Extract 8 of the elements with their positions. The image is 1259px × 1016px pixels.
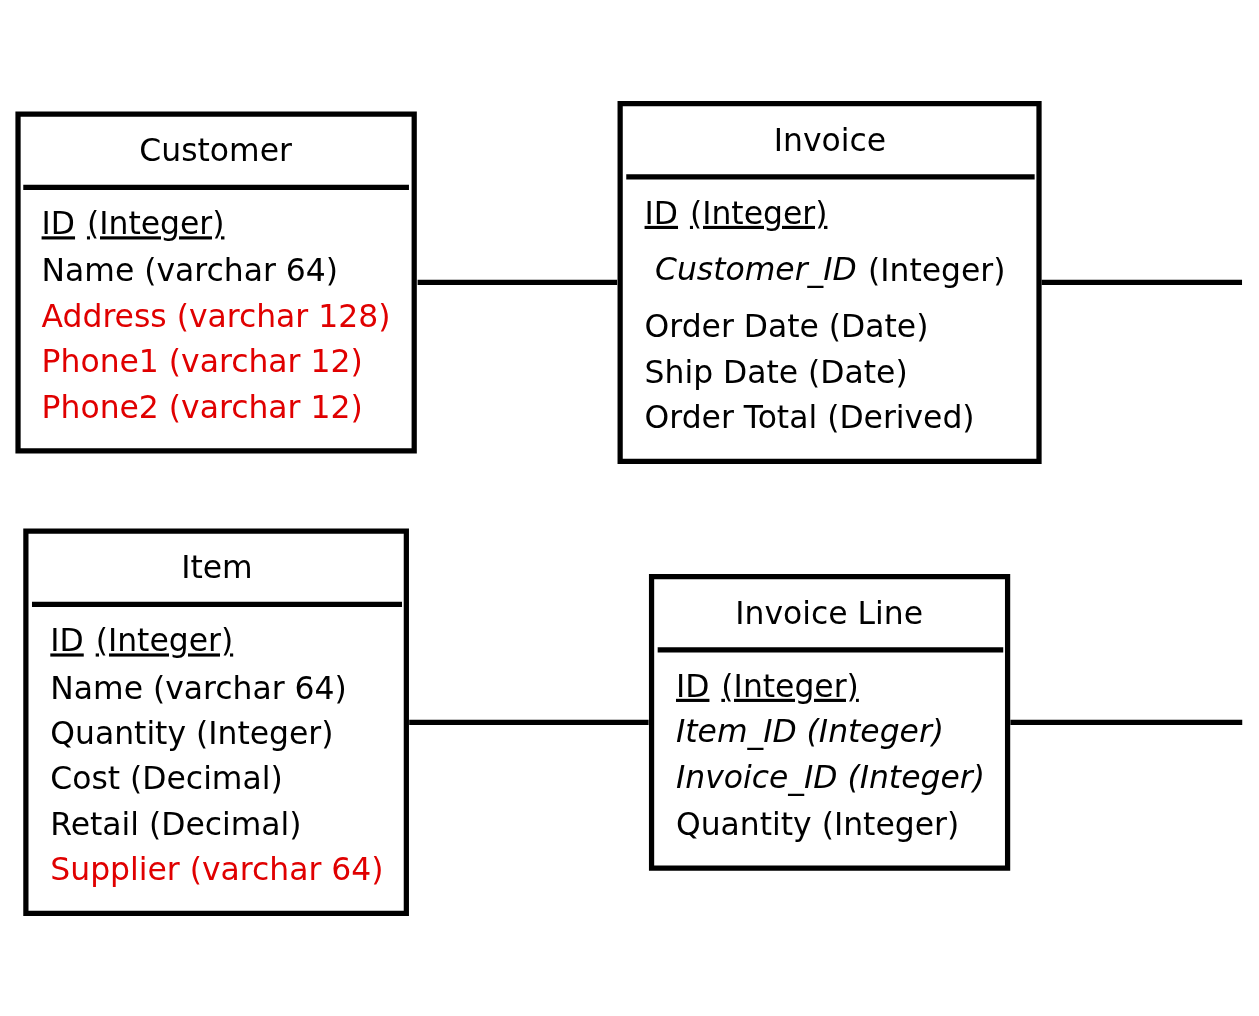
connector bbox=[409, 719, 649, 725]
connector bbox=[1041, 279, 1243, 285]
node-box: Invoice ID (Integer) Customer_ID (Integer) Order Date (Date) Ship Date (Date) Order Total (Derived) bbox=[617, 100, 1042, 464]
node-box: Item ID (Integer) Name (varchar 64) Quantity (Integer) Cost (Decimal) Retail (Decimal) Supplier (varchar 64) bbox=[23, 528, 409, 916]
node-box: Customer ID (Integer) Name (varchar 64) Address (varchar 128) Phone1 (varchar 12) Phone2 (varchar 12) bbox=[15, 110, 417, 454]
connector bbox=[417, 279, 618, 285]
connector bbox=[1010, 719, 1243, 725]
node-box: Invoice Line ID (Integer) Item_ID (Integer) Invoice_ID (Integer) Quantity (Integer) bbox=[648, 573, 1011, 871]
